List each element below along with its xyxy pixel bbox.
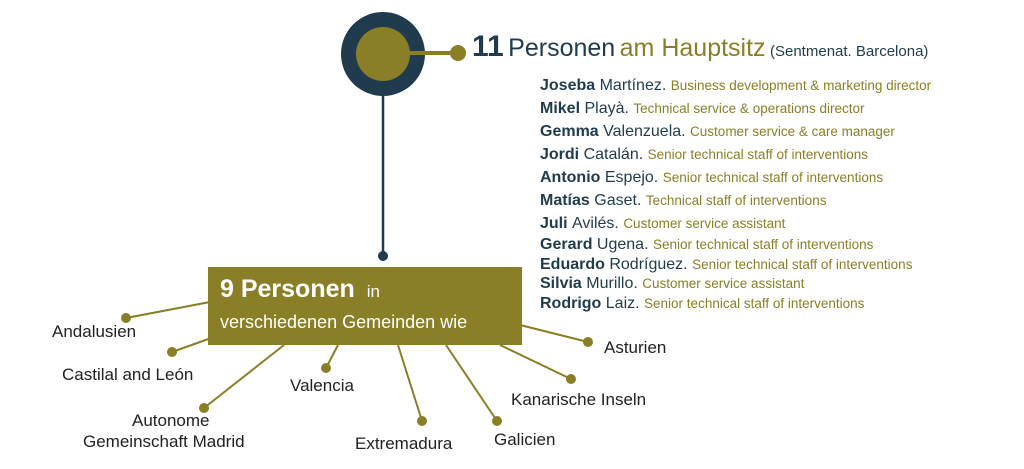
staff-last-name: Catalán.	[583, 146, 644, 163]
dot-galicien	[492, 416, 502, 426]
hq-connector-dot	[450, 45, 466, 61]
region-castilla: Castilal and León	[62, 365, 194, 384]
staff-role: Customer service assistant	[642, 276, 805, 292]
hq-inner-circle	[356, 27, 410, 81]
dot-castilla	[167, 347, 177, 357]
staff-item: Eduardo Rodríguez. Senior technical staf…	[540, 255, 931, 275]
dot-valencia	[321, 363, 331, 373]
staff-role: Business development & marketing directo…	[670, 78, 932, 93]
staff-first-name: Gemma	[540, 123, 599, 140]
branch-count: 9 Personen	[220, 275, 355, 303]
dot-kanarische	[566, 374, 576, 384]
connector-asturien	[519, 324, 589, 343]
staff-item: Juli Avilés. Customer service assistant	[540, 212, 931, 235]
staff-item: Gerard Ugena. Senior technical staff of …	[540, 235, 931, 255]
staff-first-name: Eduardo	[540, 255, 605, 273]
staff-role: Senior technical staff of interventions	[647, 147, 869, 162]
staff-last-name: Rodríguez.	[609, 255, 688, 273]
dot-andalusien	[121, 313, 131, 323]
staff-role: Customer service assistant	[623, 216, 786, 231]
hq-at-word: am Hauptsitz	[619, 34, 766, 62]
staff-item: Gemma Valenzuela. Customer service & car…	[540, 120, 931, 143]
staff-item: Jordi Catalán. Senior technical staff of…	[540, 143, 931, 166]
staff-role: Senior technical staff of interventions	[692, 256, 913, 272]
staff-role: Senior technical staff of interventions	[644, 295, 865, 311]
stem-dot	[378, 251, 388, 261]
connector-madrid	[203, 344, 285, 409]
hq-people-word: Personen	[508, 34, 616, 62]
staff-first-name: Juli	[540, 215, 568, 232]
connector-extremadura	[397, 344, 423, 422]
region-valencia: Valencia	[290, 376, 354, 395]
staff-first-name: Rodrigo	[540, 294, 602, 312]
dot-madrid	[199, 403, 209, 413]
region-andalusien: Andalusien	[52, 322, 137, 341]
hq-count: 11	[472, 30, 504, 63]
staff-last-name: Gaset.	[594, 192, 642, 209]
connector-galicien	[445, 344, 498, 422]
staff-last-name: Espejo.	[604, 169, 659, 186]
staff-first-name: Gerard	[540, 236, 593, 253]
branch-subtitle: verschiedenen Gemeinden wie	[220, 312, 468, 332]
staff-role: Customer service & care manager	[690, 124, 895, 139]
region-extremadura: Extremadura	[355, 434, 453, 453]
staff-first-name: Mikel	[540, 100, 581, 117]
staff-role: Senior technical staff of interventions	[662, 170, 884, 185]
region-asturien: Asturien	[604, 338, 667, 357]
connector-andalusien	[125, 301, 211, 319]
staff-role: Technical staff of interventions	[645, 193, 827, 208]
region-galicien: Galicien	[494, 430, 556, 449]
staff-item: Matías Gaset. Technical staff of interve…	[540, 189, 931, 212]
staff-item: Silvia Murillo. Customer service assista…	[540, 274, 931, 294]
staff-item: Mikel Playà. Technical service & operati…	[540, 97, 931, 120]
staff-last-name: Valenzuela.	[603, 123, 686, 140]
staff-list: Joseba Martínez. Business development & …	[540, 74, 931, 313]
branch-box: 9 Personen in verschiedenen Gemeinden wie	[208, 267, 522, 345]
staff-item: Rodrigo Laiz. Senior technical staff of …	[540, 294, 931, 314]
staff-role: Technical service & operations director	[633, 101, 865, 116]
staff-first-name: Joseba	[540, 77, 596, 94]
staff-role: Senior technical staff of interventions	[652, 237, 874, 252]
staff-first-name: Matías	[540, 192, 590, 209]
connector-kanarische	[499, 344, 572, 380]
region-madrid-line2: Gemeinschaft Madrid	[83, 432, 245, 451]
staff-first-name: Jordi	[540, 146, 580, 163]
region-kanarische: Kanarische Inseln	[511, 390, 647, 409]
staff-first-name: Silvia	[540, 275, 582, 293]
staff-first-name: Antonio	[540, 169, 601, 186]
staff-last-name: Ugena.	[596, 236, 649, 253]
staff-last-name: Murillo.	[586, 275, 638, 293]
staff-last-name: Playà.	[584, 100, 629, 117]
hq-heading: 11 Personen am Hauptsitz (Sentmenat. Bar…	[472, 30, 928, 64]
region-madrid-line1: Autonome	[132, 411, 210, 430]
staff-last-name: Avilés.	[572, 215, 619, 232]
branch-in-word: in	[366, 282, 381, 301]
staff-item: Joseba Martínez. Business development & …	[540, 74, 931, 97]
dot-extremadura	[417, 416, 427, 426]
hq-location: (Sentmenat. Barcelona)	[770, 43, 929, 60]
staff-last-name: Martínez.	[599, 77, 667, 94]
staff-item: Antonio Espejo. Senior technical staff o…	[540, 166, 931, 189]
dot-asturien	[583, 337, 593, 347]
staff-last-name: Laiz.	[605, 294, 640, 312]
